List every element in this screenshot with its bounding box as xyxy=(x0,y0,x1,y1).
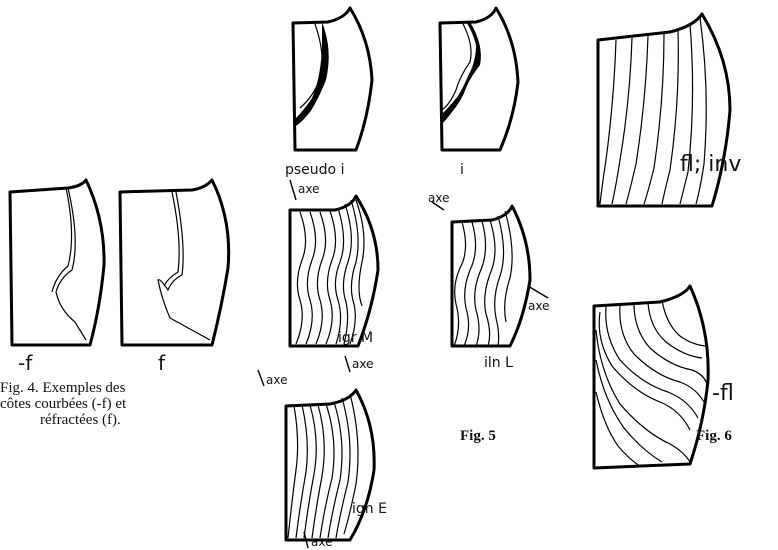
fig5-axe-label: axe xyxy=(428,191,449,205)
fig5-axe-tick xyxy=(258,370,264,386)
fig5-axe-label: axe xyxy=(311,535,332,549)
fig6-fl-inv-label: fl; inv xyxy=(680,152,741,177)
fig5-ign-e-label: ign E xyxy=(352,501,387,517)
fig6-shape-minus-fl xyxy=(594,286,708,468)
fig4-left-label: -f xyxy=(18,351,33,375)
fig5-shape-i xyxy=(440,8,518,150)
fig5-igr-m-label: igr M xyxy=(338,330,373,346)
fig4-caption-line2: côtes courbées (-f) et xyxy=(0,396,127,412)
fig5-axe-tick xyxy=(345,356,350,372)
fig5-axe-label: axe xyxy=(352,357,373,371)
fig6-caption: Fig. 6 xyxy=(696,428,732,444)
fig5-axe-label: axe xyxy=(528,299,549,313)
fig4-caption-line3: réfractées (f). xyxy=(40,412,121,428)
fig5-shape-iln-l xyxy=(452,206,530,346)
fig4-shape-refracted xyxy=(120,180,229,345)
fig5-axe-tick xyxy=(528,286,548,298)
fig5-shape-igr-m xyxy=(290,196,378,346)
fig5-iln-l-label: iln L xyxy=(484,355,513,371)
fig5-i-label: i xyxy=(460,162,464,178)
fig5-axe-label: axe xyxy=(266,373,287,387)
fig5-axe-tick xyxy=(290,180,296,200)
fig5-axe-label: axe xyxy=(298,182,319,196)
fig6-minus-fl-label: -fl xyxy=(712,381,734,406)
fig5-shape-pseudo-i xyxy=(293,8,372,150)
fig4-caption-line1: Fig. 4. Exemples des xyxy=(0,380,126,396)
fig4-shape-curved xyxy=(10,180,104,345)
fig6-shape-fl-inv xyxy=(598,14,730,206)
fig5-shape-ign-e xyxy=(286,390,374,540)
fig5-caption: Fig. 5 xyxy=(460,428,496,444)
fig5-pseudo-label: pseudo i xyxy=(285,162,344,178)
fig4-right-label: f xyxy=(158,351,166,375)
